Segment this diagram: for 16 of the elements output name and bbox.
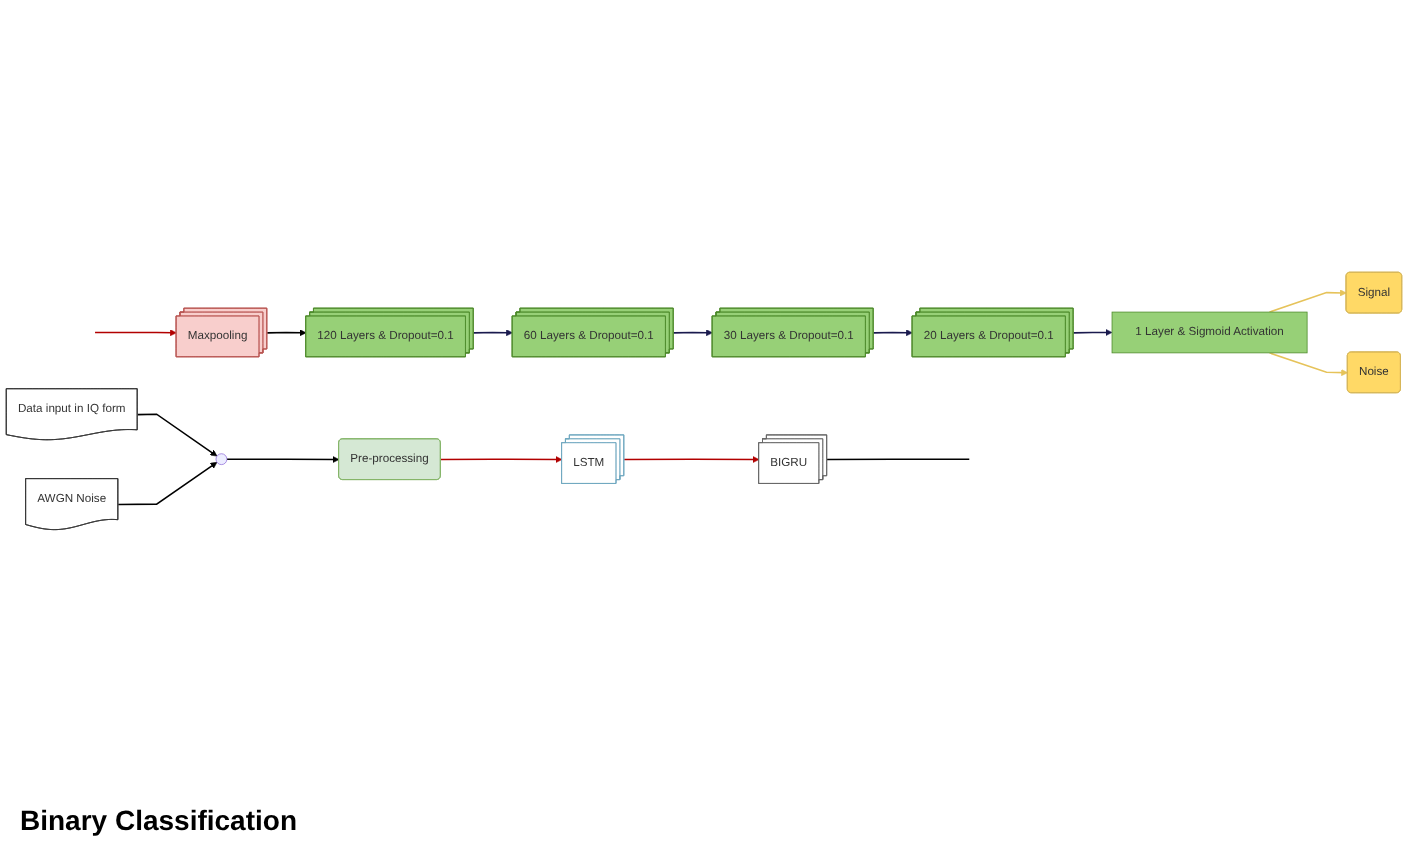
arrow [94,328,177,336]
arrow [266,328,307,336]
arrow [872,328,913,336]
node-circle [215,452,228,465]
arrow [439,455,563,462]
note-label: Binary Classification [20,804,297,836]
arrow [226,455,340,462]
arrow [1268,288,1347,312]
arrow [472,328,513,336]
arrow [672,328,713,336]
arrow [1268,351,1348,376]
connector [826,457,971,460]
arrow [117,461,218,505]
arrow [623,455,760,462]
arrow [136,412,218,456]
arrow [1072,328,1113,335]
